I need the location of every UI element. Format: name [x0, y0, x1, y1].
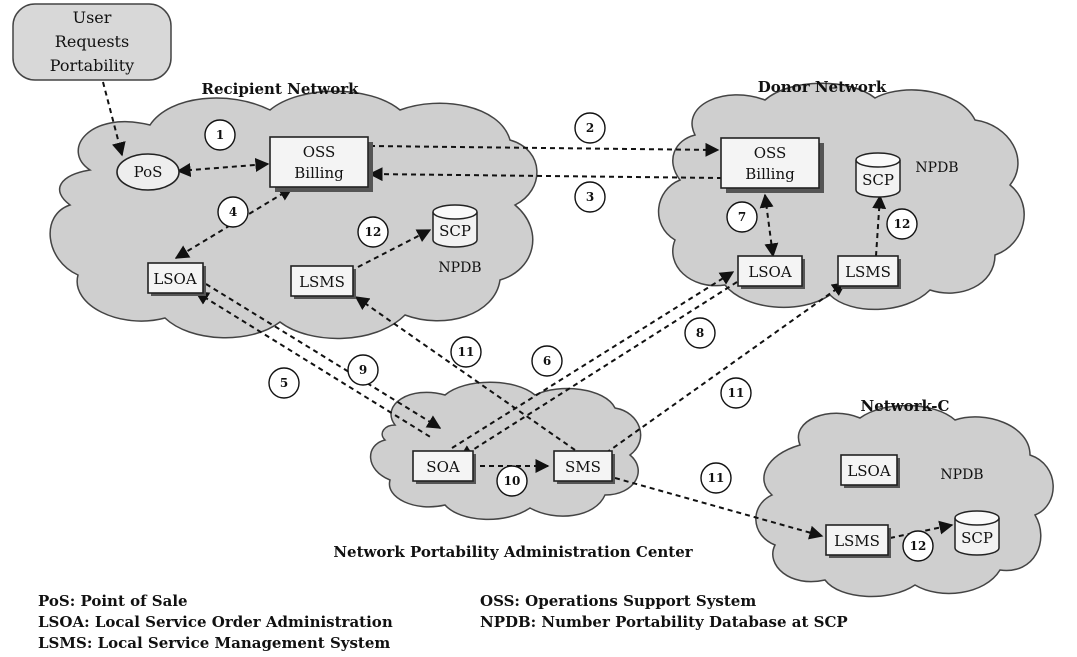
npdb-netc-label: NPDB [940, 467, 983, 483]
lsoa-netc-label: LSOA [847, 462, 891, 480]
svg-text:2: 2 [586, 121, 594, 135]
arrow-5 [194, 291, 433, 439]
arrow-2 [369, 142, 720, 157]
step-9: 9 [347, 354, 379, 386]
oss-billing-donor [720, 137, 820, 189]
step-12-netc: 12 [902, 530, 934, 562]
user-request-line3: Portability [50, 56, 134, 75]
oss-donor-line2: Billing [745, 165, 795, 183]
svg-text:11: 11 [458, 345, 475, 359]
network-c-cloud [755, 404, 1054, 598]
step-3: 3 [574, 181, 606, 213]
svg-text:12: 12 [894, 217, 911, 231]
arrow-12-donor [872, 194, 887, 257]
svg-text:4: 4 [229, 205, 237, 219]
step-10: 10 [496, 465, 528, 497]
step-6: 6 [531, 345, 563, 377]
lsoa-netc [840, 454, 898, 486]
legend-lsms: LSMS: Local Service Management System [38, 634, 390, 652]
scp-recipient [432, 204, 478, 248]
legend-oss: OSS: Operations Support System [480, 592, 756, 610]
donor-network-title: Donor Network [758, 78, 887, 96]
svg-text:11: 11 [708, 471, 725, 485]
svg-text:3: 3 [586, 190, 594, 204]
pos-label: PoS [134, 163, 163, 181]
lsoa-donor-label: LSOA [748, 263, 792, 281]
arrow-7 [759, 193, 779, 258]
step-8: 8 [684, 317, 716, 349]
arrow-1 [176, 157, 270, 178]
lsoa-donor [737, 255, 803, 287]
oss-recipient-line1: OSS [303, 143, 336, 161]
sms-node [553, 450, 613, 482]
step-5: 5 [268, 367, 300, 399]
svg-text:9: 9 [359, 363, 367, 377]
arrow-3 [368, 167, 723, 182]
step-1: 1 [204, 119, 236, 151]
oss-donor-line1: OSS [754, 144, 787, 162]
svg-text:12: 12 [910, 539, 927, 553]
arrow-12-recipient [357, 229, 432, 268]
step-12-donor: 12 [886, 208, 918, 240]
sms-label: SMS [565, 458, 601, 476]
lsoa-recipient-label: LSOA [153, 270, 197, 288]
oss-recipient-line2: Billing [294, 164, 344, 182]
step-2: 2 [574, 112, 606, 144]
lsoa-recipient [147, 262, 204, 294]
npdb-donor-label: NPDB [915, 160, 958, 176]
svg-text:5: 5 [280, 376, 288, 390]
arrow-9 [205, 283, 442, 429]
user-request-box [12, 3, 172, 81]
svg-text:10: 10 [504, 474, 521, 488]
npac-title: Network Portability Administration Cente… [333, 543, 693, 561]
legend-pos: PoS: Point of Sale [38, 592, 188, 610]
legend-lsoa: LSOA: Local Service Order Administration [38, 613, 393, 631]
scp-netc-label: SCP [961, 529, 993, 547]
npdb-recipient-label: NPDB [438, 260, 481, 276]
step-11-netc: 11 [700, 462, 732, 494]
arrow-11-donor [605, 282, 847, 454]
user-request-line2: Requests [55, 32, 129, 51]
arrow-user-to-pos [102, 81, 126, 157]
step-7: 7 [726, 201, 758, 233]
step-11-donor: 11 [720, 377, 752, 409]
scp-recipient-label: SCP [439, 222, 471, 240]
oss-billing-recipient [269, 136, 369, 188]
network-c-title: Network-C [861, 397, 950, 415]
step-4: 4 [217, 196, 249, 228]
arrow-8 [458, 281, 738, 459]
scp-donor [855, 152, 901, 198]
lsms-netc-label: LSMS [834, 532, 880, 550]
scp-donor-label: SCP [862, 171, 894, 189]
svg-text:11: 11 [728, 386, 745, 400]
svg-text:12: 12 [365, 225, 382, 239]
step-11-recipient: 11 [450, 336, 482, 368]
lsms-donor [837, 255, 899, 287]
user-request-line1: User [73, 8, 112, 27]
svg-text:1: 1 [216, 128, 224, 142]
arrow-6 [451, 271, 735, 449]
recipient-network-title: Recipient Network [201, 80, 359, 98]
lsms-netc [825, 524, 889, 556]
soa-node [412, 450, 474, 482]
svg-text:7: 7 [738, 210, 746, 224]
scp-netc [954, 510, 1000, 556]
svg-text:6: 6 [543, 354, 551, 368]
lsms-recipient-label: LSMS [299, 273, 345, 291]
soa-label: SOA [426, 458, 460, 476]
svg-text:8: 8 [696, 326, 704, 340]
lsms-donor-label: LSMS [845, 263, 891, 281]
lsms-recipient [290, 265, 354, 297]
legend-npdb: NPDB: Number Portability Database at SCP [480, 613, 848, 631]
step-12-recipient: 12 [357, 216, 389, 248]
pos-node [116, 153, 180, 191]
